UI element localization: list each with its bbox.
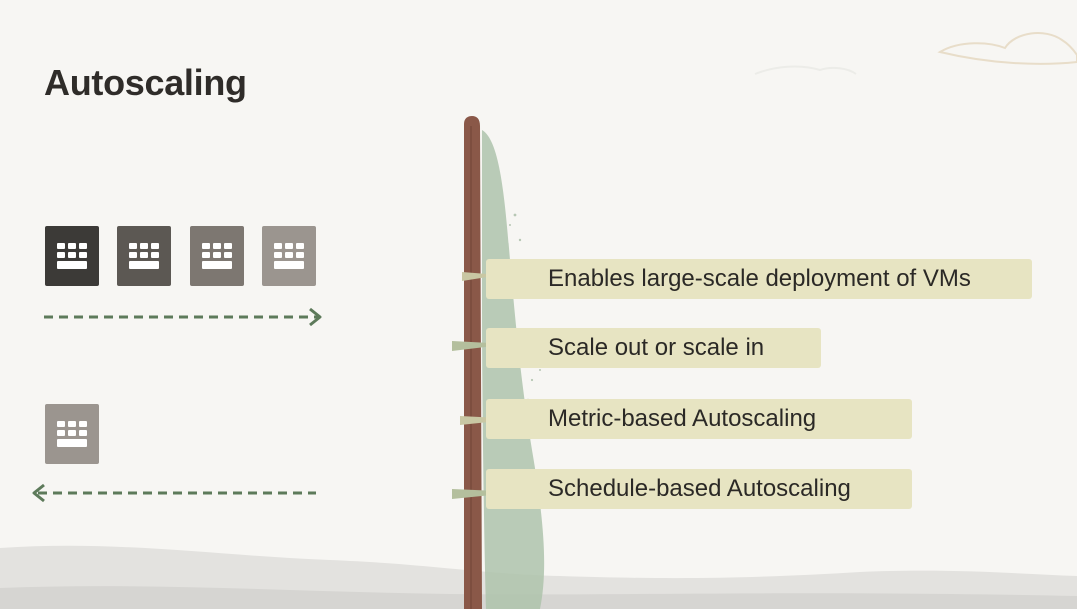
signpost-item: Metric-based Autoscaling [486,399,912,439]
signpost-item: Scale out or scale in [486,328,821,368]
signpost-item: Enables large-scale deployment of VMs [486,259,1032,299]
vm-grid-icon [45,226,99,286]
signpost-pole [464,116,482,609]
dashed-arrow-right-icon [44,307,322,327]
vm-grid-icon [262,226,316,286]
vm-grid-icon [190,226,244,286]
bush-shape [482,130,545,609]
signpost-item: Schedule-based Autoscaling [486,469,912,509]
vm-grid-icon [117,226,171,286]
slide-title: Autoscaling [44,62,247,103]
dashed-arrow-left-icon [32,483,316,503]
vm-grid-icon [45,404,99,464]
